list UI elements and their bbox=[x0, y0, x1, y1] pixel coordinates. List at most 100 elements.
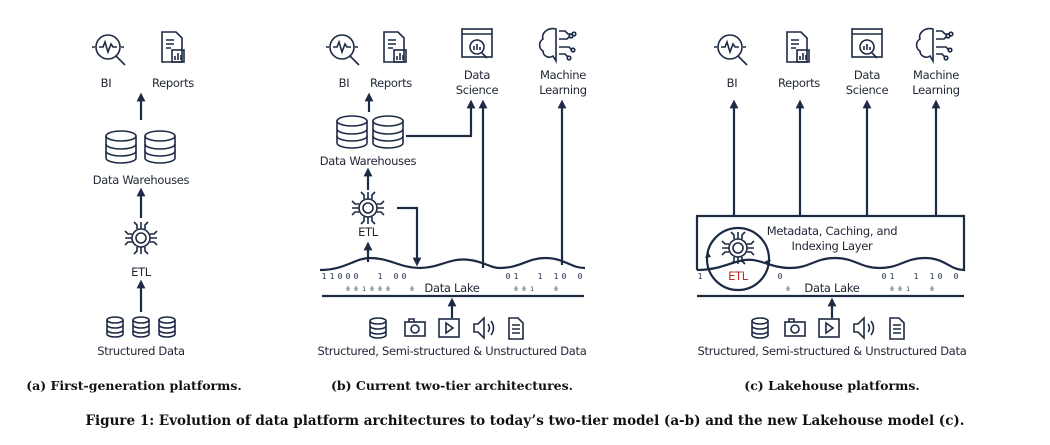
data-science-label: Data bbox=[464, 68, 490, 82]
database-icon bbox=[372, 115, 404, 149]
bi-magnifier-icon bbox=[713, 34, 748, 66]
lake-bit: 1 bbox=[514, 272, 519, 281]
etl-cycle-circle bbox=[705, 226, 771, 292]
data-science-label-2: Science bbox=[846, 83, 889, 97]
lake-bit: 0 bbox=[562, 272, 567, 281]
database-icon bbox=[369, 317, 387, 339]
data-science-icon bbox=[461, 28, 493, 59]
lake-bit: 1 bbox=[538, 272, 543, 281]
lake-bit: 0 bbox=[522, 286, 526, 293]
arrow-etl-to-lake bbox=[397, 206, 422, 267]
database-icon bbox=[751, 317, 769, 339]
document-icon bbox=[508, 317, 524, 340]
audio-icon bbox=[473, 317, 495, 339]
lake-bit: 0 bbox=[930, 286, 934, 293]
lake-bit: 1 bbox=[906, 286, 910, 293]
lake-bit: 0 bbox=[394, 272, 399, 281]
lake-bit: 0 bbox=[346, 272, 351, 281]
output-bi-label: BI bbox=[101, 76, 112, 90]
lake-bit: 0 bbox=[778, 272, 783, 281]
lake-bit: 1 bbox=[554, 272, 559, 281]
etl-label: ETL bbox=[728, 269, 749, 283]
data-science-label-2: Science bbox=[456, 83, 499, 97]
data-lake-label: Data Lake bbox=[424, 281, 479, 295]
panel-first-generation: BI Reports Data Warehouses ETL Structure… bbox=[26, 31, 242, 393]
lake-bit: 0 bbox=[898, 286, 902, 293]
lake-bit: 0 bbox=[378, 286, 382, 293]
lake-bit: 0 bbox=[354, 272, 359, 281]
output-reports-label: Reports bbox=[778, 76, 820, 90]
report-icon bbox=[161, 31, 185, 63]
lake-bit: 1 bbox=[914, 272, 919, 281]
etl-label: ETL bbox=[131, 265, 152, 279]
report-icon bbox=[786, 31, 810, 63]
panel-two-tier: BI Reports Data Science Machine Learning… bbox=[317, 27, 587, 393]
machine-learning-brain-icon bbox=[538, 27, 577, 62]
lake-bit: 0 bbox=[346, 286, 350, 293]
etl-chip-icon bbox=[351, 191, 385, 225]
data-science-label: Data bbox=[854, 68, 880, 82]
lake-bit: 0 bbox=[882, 272, 887, 281]
figure-caption: Figure 1: Evolution of data platform arc… bbox=[85, 413, 964, 429]
lake-bit: 1 bbox=[530, 286, 534, 293]
lake-bit: 1 bbox=[890, 272, 895, 281]
lake-bit: 0 bbox=[786, 286, 790, 293]
source-data-label: Structured, Semi-structured & Unstructur… bbox=[317, 344, 586, 358]
caption-b: (b) Current two-tier architectures. bbox=[331, 378, 573, 393]
lake-bit: 0 bbox=[386, 286, 390, 293]
machine-learning-label: Machine bbox=[913, 68, 959, 82]
lake-bit: 0 bbox=[578, 272, 583, 281]
output-reports-label: Reports bbox=[152, 76, 194, 90]
panel-lakehouse: BI Reports Data Science Machine Learning… bbox=[695, 27, 967, 393]
lake-bit: 0 bbox=[402, 272, 407, 281]
output-reports-label: Reports bbox=[370, 76, 412, 90]
output-bi-label: BI bbox=[339, 76, 350, 90]
data-lake-label: Data Lake bbox=[804, 281, 859, 295]
video-icon bbox=[438, 318, 460, 338]
etl-chip-icon bbox=[124, 221, 158, 255]
caption-c: (c) Lakehouse platforms. bbox=[744, 378, 919, 393]
bi-magnifier-icon bbox=[325, 34, 360, 66]
machine-learning-label-2: Learning bbox=[539, 83, 587, 97]
lake-bit: 0 bbox=[890, 286, 894, 293]
lake-bit: 0 bbox=[354, 286, 358, 293]
lake-bit: 0 bbox=[370, 286, 374, 293]
database-icon bbox=[132, 316, 150, 338]
database-icon bbox=[158, 316, 176, 338]
data-science-icon bbox=[851, 28, 883, 59]
camera-icon bbox=[404, 318, 426, 337]
machine-learning-brain-icon bbox=[915, 27, 954, 62]
document-icon bbox=[889, 317, 905, 340]
bi-magnifier-icon bbox=[91, 34, 126, 66]
lake-bit: 1 bbox=[330, 272, 335, 281]
lake-bit: 1 bbox=[378, 272, 383, 281]
machine-learning-label-2: Learning bbox=[912, 83, 960, 97]
lake-bit: 1 bbox=[322, 272, 327, 281]
lake-bit: 0 bbox=[506, 272, 511, 281]
database-icon bbox=[105, 130, 137, 164]
database-icon bbox=[144, 130, 176, 164]
source-data-label: Structured, Semi-structured & Unstructur… bbox=[697, 344, 966, 358]
metadata-layer-label: Metadata, Caching, and bbox=[767, 224, 898, 238]
lake-bit: 1 bbox=[698, 272, 703, 281]
database-icon bbox=[106, 316, 124, 338]
machine-learning-label: Machine bbox=[540, 68, 586, 82]
arrow-dw-to-data-science bbox=[406, 99, 476, 138]
metadata-layer-box bbox=[695, 214, 966, 272]
metadata-layer-label-2: Indexing Layer bbox=[792, 239, 874, 253]
lake-bit: 0 bbox=[938, 272, 943, 281]
data-warehouses-label: Data Warehouses bbox=[93, 173, 190, 187]
lake-bit: 0 bbox=[514, 286, 518, 293]
lake-bit: 0 bbox=[954, 272, 959, 281]
lake-bit: 1 bbox=[930, 272, 935, 281]
data-lake-surface bbox=[319, 256, 586, 272]
caption-a: (a) First-generation platforms. bbox=[26, 378, 242, 393]
etl-label: ETL bbox=[358, 225, 379, 239]
data-warehouses-label: Data Warehouses bbox=[320, 154, 417, 168]
database-icon bbox=[336, 115, 368, 149]
lake-bit: 0 bbox=[410, 286, 414, 293]
audio-icon bbox=[853, 317, 875, 339]
